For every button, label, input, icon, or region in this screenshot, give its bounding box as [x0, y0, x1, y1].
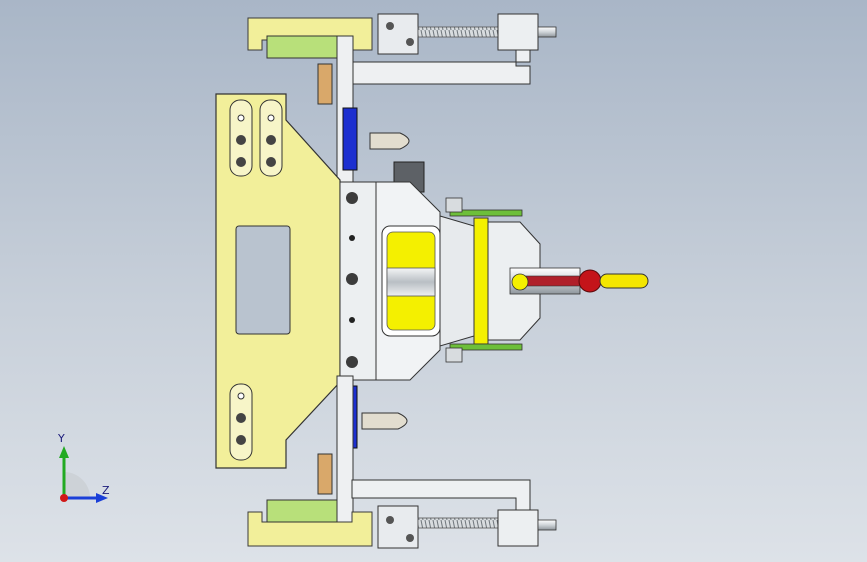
top-bolt-head	[445, 197, 463, 213]
bottom-rod-end-block	[497, 509, 539, 547]
center-clamp-body[interactable]	[339, 181, 649, 381]
bottom-bolt-head	[445, 347, 463, 363]
slot-bolt	[236, 135, 246, 145]
plate-window	[235, 225, 291, 335]
column-bolt	[346, 356, 358, 368]
slot-bolt	[266, 157, 276, 167]
top-green-pad	[266, 35, 338, 59]
bottom-slide-block	[377, 505, 419, 549]
y-axis-label: Y	[58, 432, 65, 445]
z-axis-label: Z	[102, 484, 110, 497]
bottom-clamp-assembly[interactable]	[247, 375, 557, 549]
axis-triad: Y Z	[46, 432, 116, 510]
top-clamp-assembly[interactable]	[247, 13, 557, 193]
rod-inner	[524, 275, 586, 287]
column-bolt	[346, 273, 358, 285]
bottom-yellow-bracket	[247, 511, 373, 547]
flange-green-bottom	[449, 343, 523, 351]
bottom-threaded-rod	[417, 517, 499, 529]
top-copper-spacer	[317, 63, 333, 105]
column-hole	[349, 235, 355, 241]
red-handle-knob	[578, 269, 602, 293]
bottom-handle-loop	[361, 412, 408, 430]
slot-hole	[237, 114, 245, 122]
slot-hole	[237, 392, 245, 400]
top-threaded-rod	[417, 26, 499, 38]
slot-hole	[267, 114, 275, 122]
yellow-handle-grip	[599, 273, 649, 289]
column-bolt	[346, 192, 358, 204]
bottom-green-pad	[266, 499, 338, 523]
cylinder-flange	[439, 215, 475, 347]
bottom-rod-pin	[537, 519, 557, 531]
column-hole	[349, 317, 355, 323]
slot-bolt	[236, 435, 246, 445]
top-screw	[406, 38, 414, 46]
top-handle-loop	[369, 132, 410, 150]
top-rod-pin	[537, 26, 557, 38]
top-blue-insert	[342, 107, 358, 171]
cylinder-yellow-edge	[473, 217, 489, 345]
bottom-vertical-bar	[336, 375, 354, 527]
gear-detail	[511, 273, 529, 291]
axis-triad-icon	[59, 446, 108, 503]
bottom-screw	[386, 516, 394, 524]
center-steel-column	[339, 181, 377, 381]
cylinder-shaft	[386, 267, 436, 297]
top-screw	[386, 22, 394, 30]
flange-green-top	[449, 209, 523, 217]
bottom-copper-spacer	[317, 453, 333, 495]
main-base-plate[interactable]	[215, 93, 341, 469]
slot-bolt	[266, 135, 276, 145]
slot-bolt	[236, 157, 246, 167]
top-l-bracket	[351, 49, 531, 85]
slot-bolt	[236, 413, 246, 423]
top-slide-block	[377, 13, 419, 55]
bottom-screw	[406, 534, 414, 542]
top-rod-end-block	[497, 13, 539, 51]
